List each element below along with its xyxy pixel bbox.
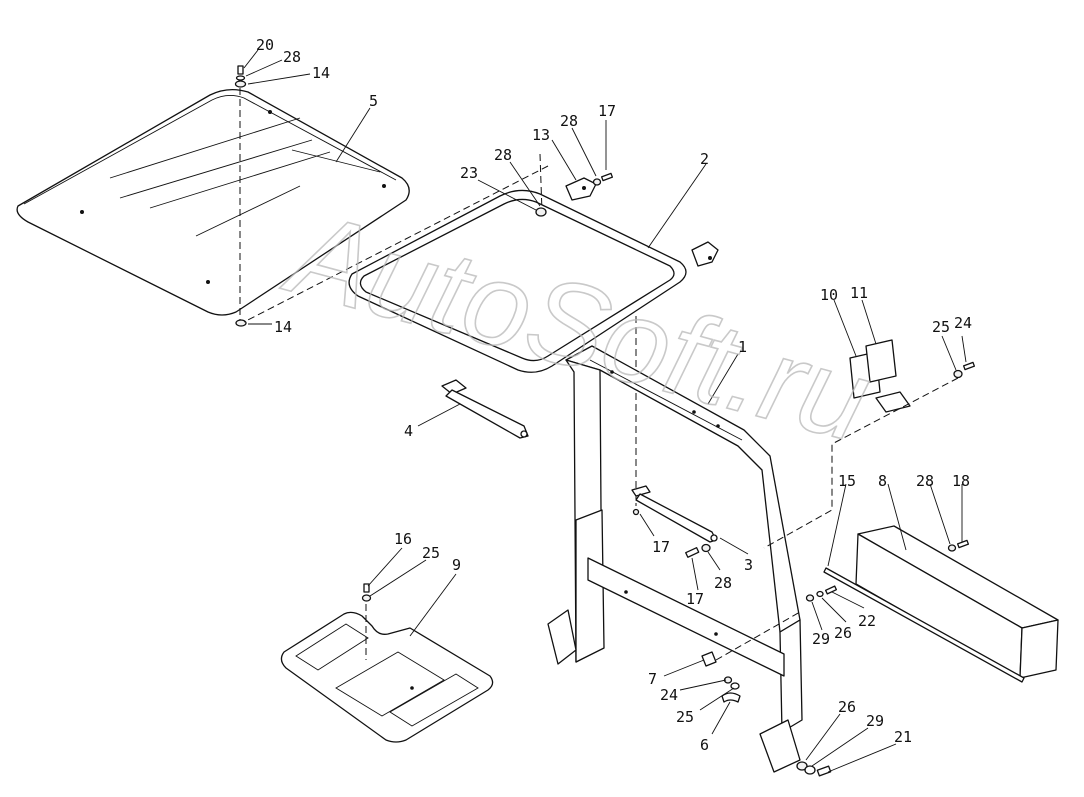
callout-3: 3: [744, 556, 753, 574]
callout-17: 17: [686, 590, 704, 608]
callout-22: 22: [858, 612, 876, 630]
callout-8: 8: [878, 472, 887, 490]
callout-5: 5: [369, 92, 378, 110]
callout-13: 13: [532, 126, 550, 144]
callout-20: 20: [256, 36, 274, 54]
callout-17: 17: [652, 538, 670, 556]
bar-3: [631, 485, 718, 543]
callout-9: 9: [452, 556, 461, 574]
frame-nut: [535, 207, 547, 217]
callout-11: 11: [850, 284, 868, 302]
roof-panel: [16, 88, 410, 316]
callout-18: 18: [952, 472, 970, 490]
callout-10: 10: [820, 286, 838, 304]
callout-25: 25: [422, 544, 440, 562]
callout-26: 26: [834, 624, 852, 642]
callout-6: 6: [700, 736, 709, 754]
callout-28: 28: [494, 146, 512, 164]
callout-24: 24: [954, 314, 972, 332]
callout-24: 24: [660, 686, 678, 704]
callout-23: 23: [460, 164, 478, 182]
callout-28: 28: [560, 112, 578, 130]
bracket-13: [565, 172, 614, 201]
callout-16: 16: [394, 530, 412, 548]
callout-29: 29: [812, 630, 830, 648]
callout-29: 29: [866, 712, 884, 730]
callout-25: 25: [676, 708, 694, 726]
callout-14: 14: [312, 64, 330, 82]
strap-4: [441, 379, 529, 439]
leader-lines: [243, 49, 967, 773]
roof-frame: [243, 153, 687, 506]
bracket-right: [691, 241, 719, 267]
floor-mat-9: [280, 611, 494, 743]
callout-28: 28: [714, 574, 732, 592]
callout-28: 28: [283, 48, 301, 66]
callout-14: 14: [274, 318, 292, 336]
callout-1: 1: [738, 338, 747, 356]
bottom-hardware: [796, 761, 832, 777]
callout-4: 4: [404, 422, 413, 440]
center-fasteners: [685, 543, 711, 558]
callout-2: 2: [700, 150, 709, 168]
callout-21: 21: [894, 728, 912, 746]
box-fasteners: [953, 361, 976, 379]
side-box-fasteners: [947, 539, 970, 552]
rod-15: [823, 567, 1025, 683]
callout-numbers: 20 28 14 5 13 28 17 2 28 23 14 4 1 10 11…: [256, 36, 972, 754]
right-side-fasteners: [805, 585, 838, 602]
lower-hardware: [701, 651, 741, 703]
main-frame: [547, 345, 803, 773]
floor-mat-fasteners: [361, 583, 372, 602]
callout-17: 17: [598, 102, 616, 120]
callout-28: 28: [916, 472, 934, 490]
callout-7: 7: [648, 670, 657, 688]
callout-26: 26: [838, 698, 856, 716]
roof-fastener-stack: [234, 65, 247, 327]
box-10-11: [849, 339, 911, 413]
callout-25: 25: [932, 318, 950, 336]
callout-15: 15: [838, 472, 856, 490]
